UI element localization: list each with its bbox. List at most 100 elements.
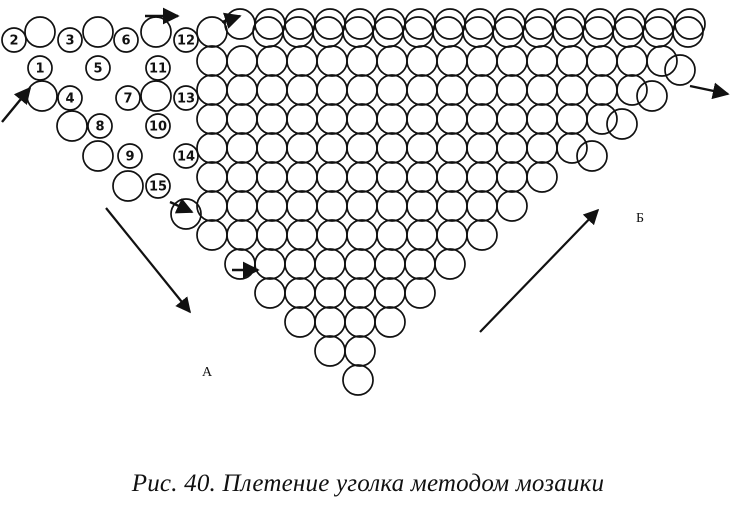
bead (466, 190, 498, 222)
bead (286, 45, 318, 77)
numbered-bead-8 (87, 113, 113, 139)
bead (226, 190, 258, 222)
bead-number-label: 7 (123, 92, 132, 107)
bead (376, 132, 408, 164)
bead (346, 190, 378, 222)
bead (82, 140, 114, 172)
bead (286, 132, 318, 164)
bead (376, 103, 408, 135)
bead (674, 8, 706, 40)
bead (406, 219, 438, 251)
bead (526, 161, 558, 193)
bead (616, 45, 648, 77)
bead (226, 45, 258, 77)
bead (196, 132, 228, 164)
bead (606, 108, 638, 140)
bead (314, 248, 346, 280)
bead (196, 16, 228, 48)
bead (82, 16, 114, 48)
bead (346, 45, 378, 77)
bead (466, 74, 498, 106)
bead (374, 248, 406, 280)
bead (406, 45, 438, 77)
bead (406, 190, 438, 222)
bead (224, 8, 256, 40)
bead (664, 54, 696, 86)
bead (256, 103, 288, 135)
thread-bead-15-arrow (169, 198, 194, 214)
bead (436, 45, 468, 77)
bead (226, 161, 258, 193)
bead (316, 45, 348, 77)
bead (466, 161, 498, 193)
bead (226, 103, 258, 135)
bead-number-label: 3 (65, 34, 74, 49)
bead (346, 74, 378, 106)
bead (436, 74, 468, 106)
numbered-bead-4 (57, 85, 83, 111)
numbered-bead-12 (173, 27, 199, 53)
bead (436, 103, 468, 135)
label-b: Б (636, 211, 644, 226)
bead (466, 219, 498, 251)
numbered-bead-10 (145, 113, 171, 139)
numbered-bead-2 (1, 27, 27, 53)
bead (496, 74, 528, 106)
numbered-bead-6 (113, 27, 139, 53)
bead (346, 219, 378, 251)
bead (374, 306, 406, 338)
label-a: А (202, 365, 213, 380)
bead (224, 248, 256, 280)
bead (616, 74, 648, 106)
numbered-bead-15 (145, 173, 171, 199)
bead-number-label: 12 (177, 34, 195, 49)
bead (56, 110, 88, 142)
bead-number-label: 9 (125, 150, 134, 165)
bead (24, 16, 56, 48)
bead (140, 16, 172, 48)
bead (254, 248, 286, 280)
bead (256, 190, 288, 222)
bead (316, 219, 348, 251)
bead (436, 161, 468, 193)
bead (316, 74, 348, 106)
bead-number-label: 13 (177, 92, 195, 107)
bead (376, 45, 408, 77)
bead (406, 161, 438, 193)
bead (256, 45, 288, 77)
bead (344, 306, 376, 338)
bead-number-label: 6 (121, 34, 130, 49)
bead (406, 103, 438, 135)
bead (284, 248, 316, 280)
bead (256, 219, 288, 251)
bead (556, 132, 588, 164)
bead (436, 190, 468, 222)
bead-number-label: 4 (65, 92, 74, 107)
bead (496, 45, 528, 77)
bead (314, 306, 346, 338)
bead (586, 45, 618, 77)
bead (196, 74, 228, 106)
bead (586, 103, 618, 135)
bead (316, 132, 348, 164)
bead (526, 103, 558, 135)
numbered-bead-11 (145, 55, 171, 81)
bead (286, 74, 318, 106)
bead (344, 335, 376, 367)
bead (284, 277, 316, 309)
bead (496, 132, 528, 164)
numbered-bead-9 (117, 143, 143, 169)
numbered-bead-14 (173, 143, 199, 169)
bead (646, 45, 678, 77)
bead (496, 103, 528, 135)
bead-number-label: 1 (35, 62, 44, 77)
bead (556, 74, 588, 106)
bead (256, 74, 288, 106)
bead (526, 74, 558, 106)
bead (226, 132, 258, 164)
bead (434, 248, 466, 280)
bead (314, 335, 346, 367)
bead (316, 161, 348, 193)
